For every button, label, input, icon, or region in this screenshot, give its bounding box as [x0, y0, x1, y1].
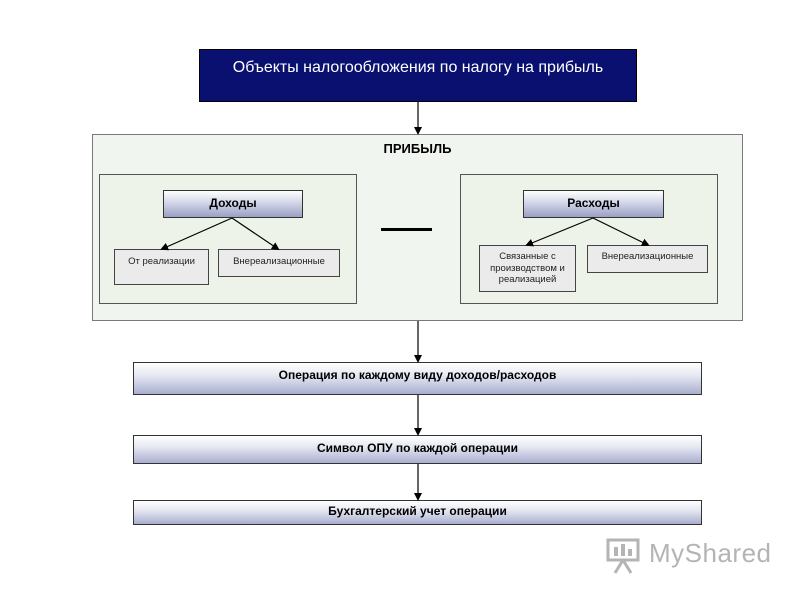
expense-production-box: Связанные с производством и реализацией — [479, 245, 576, 292]
expense-nonoperating-label: Внереализационные — [601, 251, 694, 262]
expense-header: Расходы — [523, 190, 664, 218]
step-operation-box: Операция по каждому виду доходов/расходо… — [133, 362, 702, 395]
income-header: Доходы — [163, 190, 303, 218]
title-box: Объекты налогообложения по налогу на при… — [199, 49, 637, 102]
expense-production-label: Связанные с производством и реализацией — [490, 251, 565, 285]
minus-sign — [381, 228, 432, 231]
step-operation-label: Операция по каждому виду доходов/расходо… — [278, 368, 557, 382]
income-nonoperating-box: Внереализационные — [218, 249, 340, 277]
income-nonoperating-label: Внереализационные — [233, 256, 325, 267]
expense-nonoperating-box: Внереализационные — [587, 245, 708, 273]
income-sales-label: От реализации — [128, 256, 195, 267]
step-symbol-box: Символ ОПУ по каждой операции — [133, 435, 702, 464]
title-text: Объекты налогообложения по налогу на при… — [232, 59, 604, 76]
watermark: MyShared — [605, 533, 775, 577]
step-symbol-label: Символ ОПУ по каждой операции — [316, 441, 519, 455]
watermark-text: MyShared — [649, 538, 772, 568]
presentation-board-icon — [606, 538, 640, 574]
step-accounting-label: Бухгалтерский учет операции — [328, 504, 507, 518]
step-accounting-box: Бухгалтерский учет операции — [133, 500, 702, 525]
profit-label: ПРИБЫЛЬ — [383, 141, 452, 156]
income-sales-box: От реализации — [114, 249, 209, 285]
